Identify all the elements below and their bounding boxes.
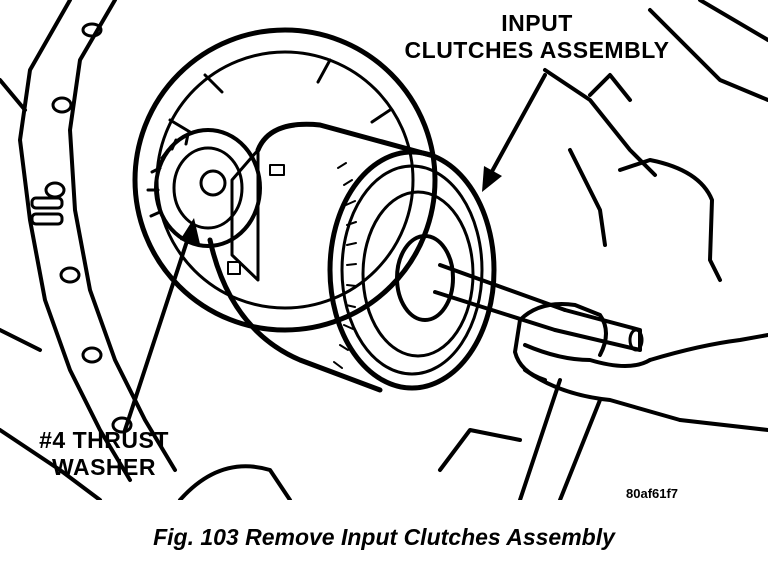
- right-case: [178, 0, 768, 500]
- callout-input-line2: CLUTCHES ASSEMBLY: [404, 37, 670, 63]
- transmission-diagram: [0, 0, 768, 500]
- figure-code: 80af61f7: [626, 486, 679, 501]
- callout-input-line1: INPUT: [501, 10, 573, 36]
- flange-bolt-holes: [44, 22, 133, 434]
- reaction-shaft-hub: [146, 128, 262, 248]
- drum-teeth: [333, 162, 357, 369]
- input-shaft: [433, 263, 644, 352]
- leader-lines: [123, 73, 547, 432]
- housing-ring: [132, 27, 438, 333]
- leader-arrowheads: [180, 166, 502, 244]
- case-bolts: [30, 196, 64, 226]
- hand: [513, 302, 768, 432]
- figure-caption: Fig. 103 Remove Input Clutches Assembly: [153, 524, 615, 550]
- callout-input-clutches-assembly: INPUT CLUTCHES ASSEMBLY: [372, 10, 702, 64]
- input-clutches-drum: [207, 121, 497, 393]
- callout-thrust-line1: #4 THRUST: [39, 427, 169, 453]
- callout-thrust-line2: WASHER: [52, 454, 156, 480]
- case-flange: [0, 0, 177, 500]
- callout-thrust-washer: #4 THRUST WASHER: [14, 427, 194, 481]
